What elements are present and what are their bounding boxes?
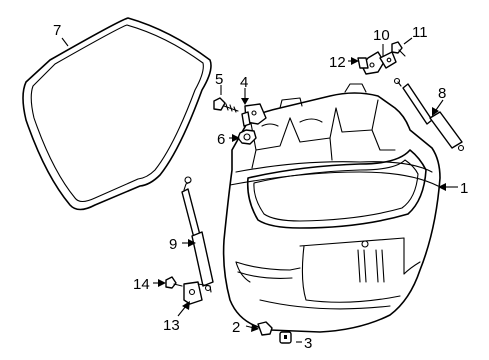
callout-5: 5 xyxy=(215,71,223,88)
part-9-left-strut xyxy=(181,176,214,292)
part-12-bracket xyxy=(357,57,369,69)
part-5-bolt xyxy=(213,97,239,113)
callout-13: 13 xyxy=(163,317,180,334)
part-4-hinge xyxy=(241,103,267,127)
callout-9: 9 xyxy=(169,236,177,253)
callout-8: 8 xyxy=(438,85,446,102)
part-3-clip xyxy=(279,331,292,344)
part-11-bolt xyxy=(391,41,406,57)
callout-2: 2 xyxy=(232,319,240,336)
callout-labels: 1 2 3 4 5 6 7 8 9 10 11 12 13 14 xyxy=(53,22,468,352)
callout-11: 11 xyxy=(412,24,428,41)
callout-3: 3 xyxy=(304,335,312,352)
part-14-bolt xyxy=(165,276,183,289)
part-8-right-strut xyxy=(393,77,465,152)
part-13-hinge xyxy=(183,281,212,305)
callout-6: 6 xyxy=(217,131,225,148)
callout-14: 14 xyxy=(133,276,150,293)
callout-12: 12 xyxy=(329,54,346,71)
part-2-socket xyxy=(257,321,273,336)
leader-lines xyxy=(61,37,458,343)
callout-10: 10 xyxy=(373,27,390,44)
callout-7: 7 xyxy=(53,22,61,39)
callout-1: 1 xyxy=(460,180,468,197)
part-6-nut xyxy=(237,129,257,145)
part-7-glass-weatherstrip xyxy=(22,17,212,211)
callout-4: 4 xyxy=(240,74,248,91)
